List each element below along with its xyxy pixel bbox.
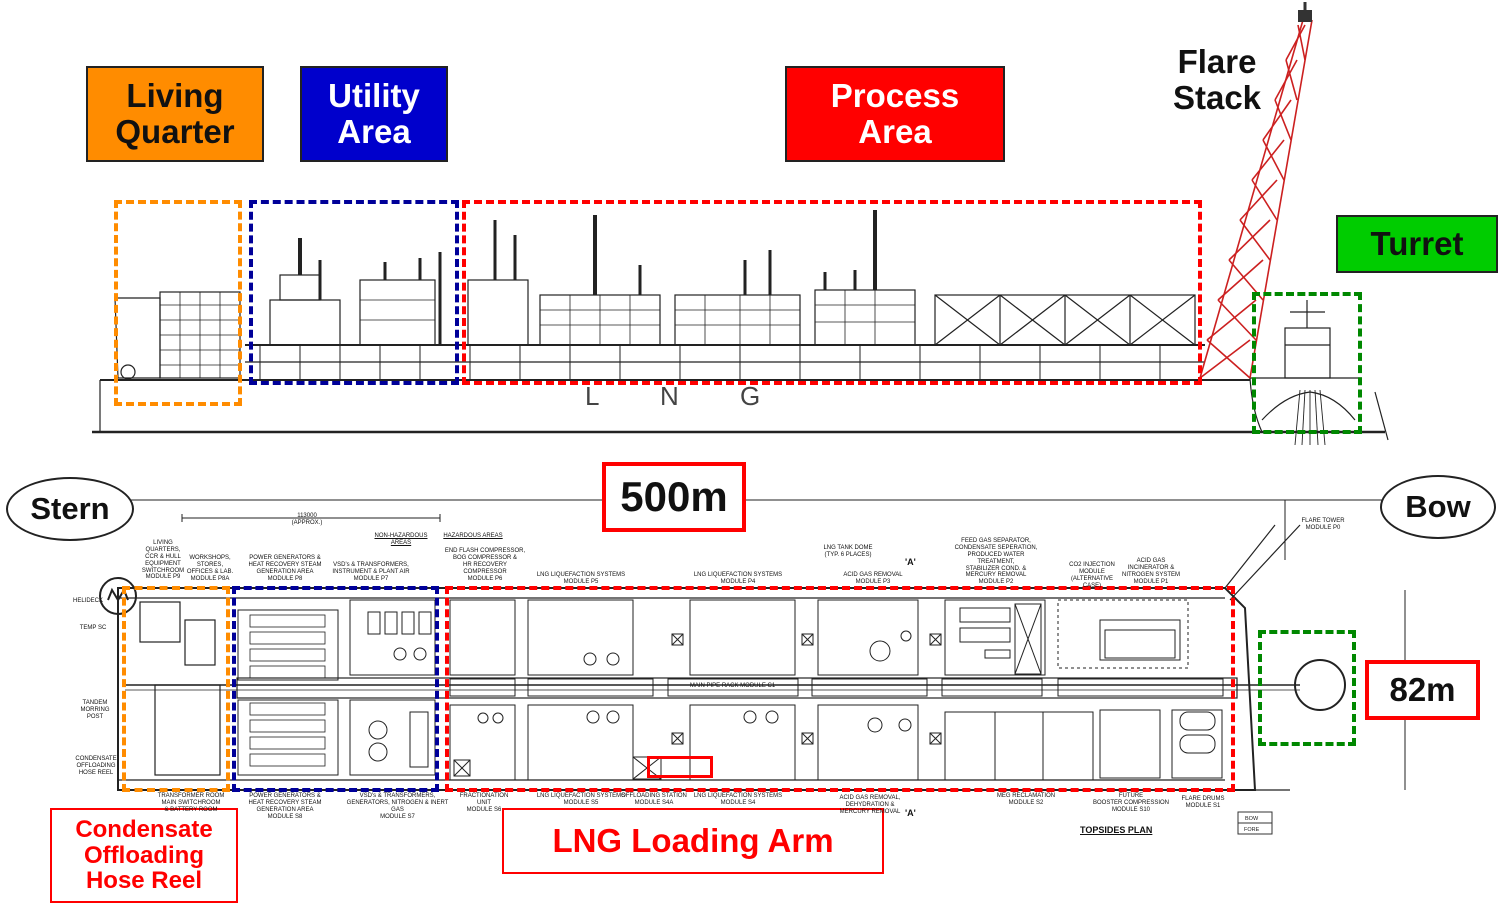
note-temp-sc: TEMP SC [79,625,107,631]
note-tandem-post: TANDEM MORRING POST [80,700,110,720]
flare-stack [1199,19,1313,379]
module-s7-note: VSD's & TRANSFORMERS, GENERATORS, NITROG… [346,793,449,820]
pipe-rack-label: MAIN PIPE RACK MODULE C1 [689,683,776,689]
module-p1-note: ACID GAS INCINERATOR & NITROGEN SYSTEM M… [1121,558,1180,585]
section-marker-top: 'A' [905,557,916,567]
module-s10-note: FUTURE BOOSTER COMPRESSION MODULE S10 [1092,793,1169,813]
non-hazardous-label: NON-HAZARDOUS AREAS [374,533,428,546]
module-p7-note: VSD's & TRANSFORMERS, INSTRUMENT & PLANT… [332,562,410,582]
turret-label: Turret [1336,215,1498,273]
note-hose-reel: CONDENSATE OFFLOADING HOSE REEL [75,756,117,776]
process-area-label: Process Area [785,66,1005,162]
hull-letter-n: N [660,381,679,411]
section-marker-bottom: 'A' [905,808,916,818]
module-switchroom-note: TRANSFORMER ROOM MAIN SWITCHROOM & BATTE… [157,793,225,813]
module-p3-note: ACID GAS REMOVAL MODULE P3 [843,572,903,585]
living-quarter-label: Living Quarter [86,66,264,162]
module-p9-note: LIVING QUARTERS, CCR & HULL EQUIPMENT SW… [141,540,185,581]
module-s2-note: MEG RECLAMATION MODULE S2 [996,793,1056,806]
bow-label: Bow [1380,475,1496,539]
module-s3-note: ACID GAS REMOVAL, DEHYDRATION & MERCURY … [839,795,901,815]
hazardous-label: HAZARDOUS AREAS [443,533,503,539]
living-zone-plan [122,586,230,792]
hull-letter-g: G [740,381,760,411]
bow-box-bottom: FORE [1244,827,1260,833]
module-p6-note: END FLASH COMPRESSOR, BOG COMPRESSOR & H… [444,548,526,582]
utility-zone-elevation [249,200,459,385]
loading-arm-label: LNG Loading Arm [502,808,884,874]
stern-label: Stern [6,477,134,541]
module-s4-note: LNG LIQUEFACTION SYSTEMS MODULE S4 [693,793,783,806]
module-p2-note: FEED GAS SEPARATOR, CONDENSATE SEPERATIO… [954,538,1038,586]
dim-approx: 113000 (APPROX.) [291,513,323,526]
living-zone-elevation [114,200,242,406]
note-helideck: HELIDECK [72,598,103,604]
module-s1-note: FLARE DRUMS MODULE S1 [1181,796,1225,809]
module-s4a-note: OFFLOADING STATION MODULE S4A [621,793,687,806]
module-p8a-note: WORKSHOPS, STORES, OFFICES & LAB. MODULE… [186,555,234,582]
plan-drawing [99,499,1406,791]
lng-tank-dome-note: LNG TANK DOME (TYP. 6 PLACES) [823,545,873,558]
flare-stack-label: Flare Stack [1172,43,1262,116]
module-s5-note: LNG LIQUEFACTION SYSTEMS MODULE S5 [536,793,626,806]
module-p5-note: LNG LIQUEFACTION SYSTEMS MODULE P5 [536,572,626,585]
process-zone-plan [445,586,1235,792]
co2-injection-note: CO2 INJECTION MODULE (ALTERNATIVE CASE) [1069,562,1115,589]
turret-zone-elevation [1252,292,1362,434]
hull-letter-l: L [585,381,599,411]
bow-box-top: BOW [1245,816,1259,822]
module-p8-note: POWER GENERATORS & HEAT RECOVERY STEAM G… [248,555,322,582]
loading-arm-marker [647,756,713,778]
hose-reel-label: Condensate Offloading Hose Reel [50,808,238,903]
module-s6-note: FRACTIONATION UNIT MODULE S6 [459,793,509,813]
utility-area-label: Utility Area [300,66,448,162]
turret-zone-plan [1258,630,1356,746]
utility-zone-plan [232,586,439,792]
topsides-plan-title: TOPSIDES PLAN [1080,825,1153,835]
module-s8-note: POWER GENERATORS & HEAT RECOVERY STEAM G… [248,793,322,820]
width-label: 82m [1365,660,1480,720]
process-zone-elevation [462,200,1202,385]
length-label: 500m [602,462,746,532]
flare-tower-note: FLARE TOWER MODULE P0 [1301,518,1345,531]
module-p4-note: LNG LIQUEFACTION SYSTEMS MODULE P4 [693,572,783,585]
